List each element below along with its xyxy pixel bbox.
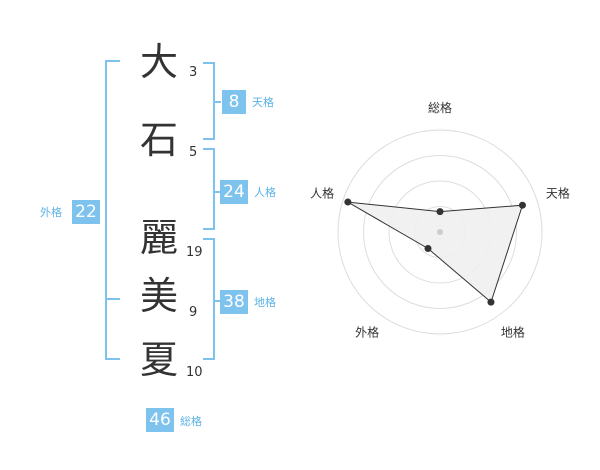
radar-axis-label-5: 人格 xyxy=(310,186,334,201)
tenkaku-bracket-tick xyxy=(213,101,221,103)
chikaku-bracket-top xyxy=(203,238,215,240)
name-char-4: 美 xyxy=(140,274,179,318)
radar-point-1 xyxy=(436,208,444,216)
tenkaku-bracket-bottom xyxy=(203,138,215,140)
radar-axis-label-2: 天格 xyxy=(546,186,570,201)
jinkaku-bracket-top xyxy=(203,148,215,150)
gaikaku-value: 22 xyxy=(72,200,100,224)
name-char-3: 麗 xyxy=(140,216,179,260)
radar-axis-label-1: 総格 xyxy=(428,100,452,115)
jinkaku-bracket-vertical xyxy=(213,148,215,230)
gaikaku-label: 外格 xyxy=(40,206,62,219)
stroke-count-4: 9 xyxy=(189,305,198,320)
chikaku-bracket-bottom xyxy=(203,358,215,360)
chikaku-bracket-vertical xyxy=(213,238,215,360)
tenkaku-bracket-top xyxy=(203,62,215,64)
radar-point-2 xyxy=(518,201,526,209)
chikaku-bracket-tick xyxy=(213,300,221,302)
jinkaku-label: 人格 xyxy=(254,186,276,199)
radar-point-3 xyxy=(487,298,495,306)
stroke-count-3: 19 xyxy=(186,245,203,260)
stroke-count-1: 3 xyxy=(189,65,198,80)
radar-center-dot xyxy=(437,229,443,235)
radar-axis-label-4: 外格 xyxy=(355,324,379,339)
tenkaku-label: 天格 xyxy=(252,96,274,109)
radar-ring-4 xyxy=(337,129,543,335)
radar-series-polygon xyxy=(347,201,524,303)
jinkaku-bracket-tick xyxy=(213,191,221,193)
jinkaku-bracket-bottom xyxy=(203,228,215,230)
gaikaku-bracket-vertical xyxy=(105,60,107,360)
soukaku-value: 46 xyxy=(146,408,174,432)
name-char-1: 大 xyxy=(140,40,179,84)
stroke-count-5: 10 xyxy=(186,365,203,380)
gaikaku-bracket-bottom xyxy=(105,358,120,360)
tenkaku-value: 8 xyxy=(222,90,246,114)
chikaku-value: 38 xyxy=(220,290,248,314)
gaikaku-bracket-top xyxy=(105,60,120,62)
radar-point-5 xyxy=(344,198,352,206)
jinkaku-value: 24 xyxy=(220,180,248,204)
radar-axis-label-3: 地格 xyxy=(501,324,525,339)
gaikaku-bracket-mid xyxy=(105,298,120,300)
stroke-count-2: 5 xyxy=(189,145,198,160)
name-char-2: 石 xyxy=(140,118,179,162)
radar-point-4 xyxy=(424,245,432,253)
soukaku-label: 総格 xyxy=(180,415,202,428)
chikaku-label: 地格 xyxy=(254,296,276,309)
radar-ring-3 xyxy=(363,155,517,309)
name-char-5: 夏 xyxy=(140,338,179,382)
